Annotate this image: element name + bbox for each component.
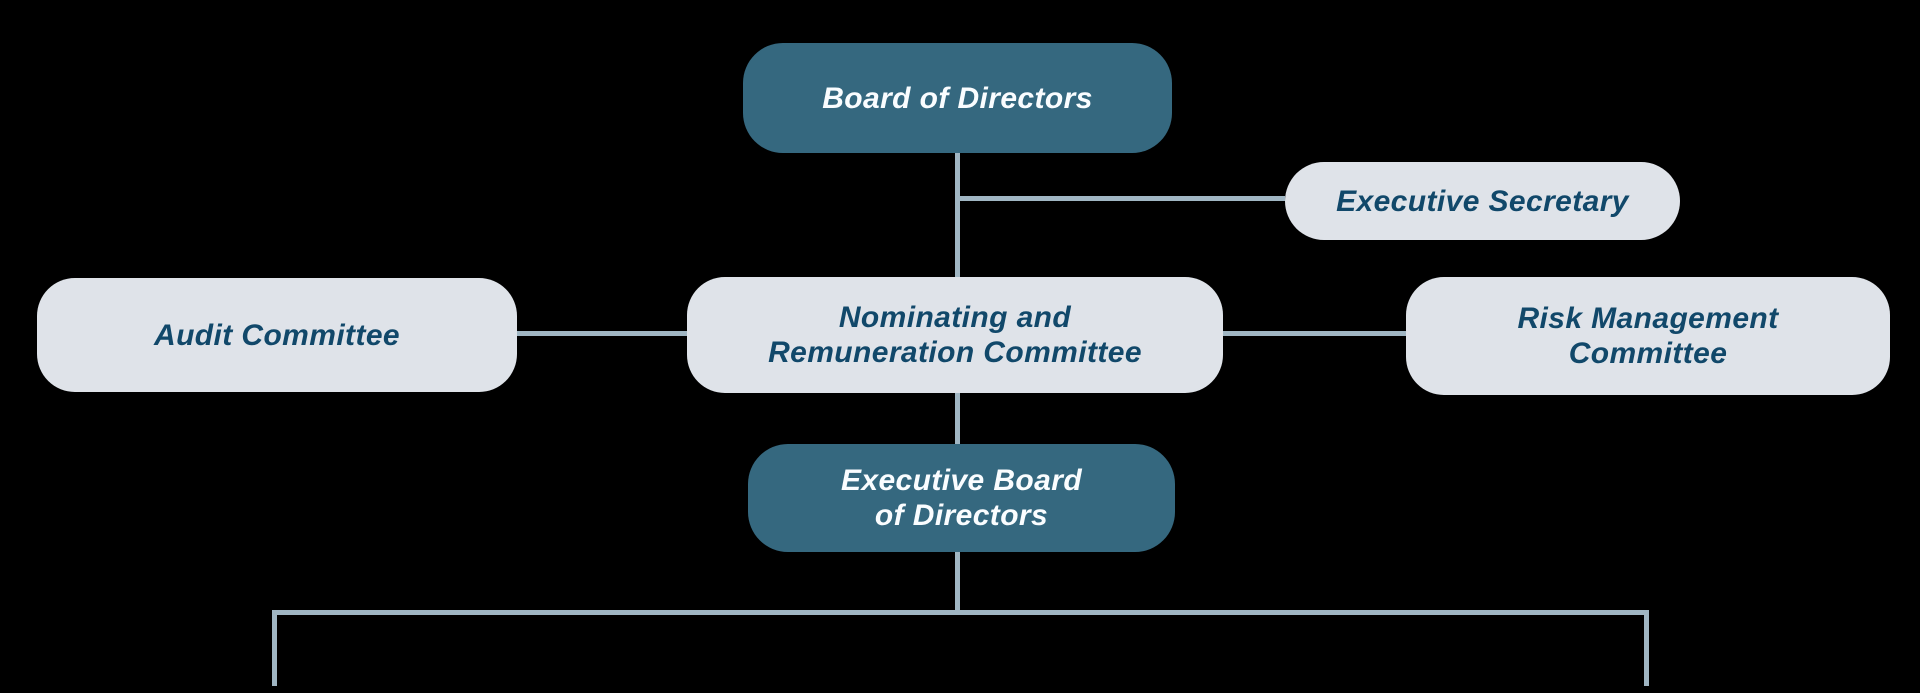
connector-bottom-bus	[272, 610, 1649, 615]
connector-executive-board-to-bus	[955, 552, 960, 612]
node-risk-management-committee-label-line1: Risk Management	[1517, 302, 1779, 335]
node-executive-secretary: Executive Secretary	[1285, 162, 1680, 240]
node-board-of-directors: Board of Directors	[743, 43, 1172, 153]
node-audit-committee: Audit Committee	[37, 278, 517, 392]
node-board-of-directors-label: Board of Directors	[822, 81, 1093, 115]
connector-nominating-to-executive-board	[955, 393, 960, 444]
node-executive-board-of-directors-label-line2: of Directors	[874, 499, 1049, 532]
connector-audit-to-nominating	[517, 331, 687, 336]
node-risk-management-committee: Risk Management Committee	[1406, 277, 1890, 395]
node-nominating-remuneration-committee: Nominating and Remuneration Committee	[687, 277, 1223, 393]
node-audit-committee-label: Audit Committee	[154, 318, 400, 352]
node-nominating-remuneration-committee-label-line2: Remuneration Committee	[768, 336, 1142, 369]
node-executive-board-of-directors-label-line1: Executive Board	[840, 464, 1083, 497]
node-nominating-remuneration-committee-label-line1: Nominating and	[838, 301, 1072, 334]
node-executive-secretary-label: Executive Secretary	[1336, 184, 1629, 218]
connector-bus-drop-right	[1644, 610, 1649, 686]
connector-board-to-executive-secretary	[955, 196, 1285, 201]
node-executive-board-of-directors: Executive Board of Directors	[748, 444, 1175, 552]
connector-bus-drop-left	[272, 610, 277, 686]
node-risk-management-committee-label-line2: Committee	[1568, 337, 1728, 370]
connector-board-to-nominating	[955, 153, 960, 277]
connector-nominating-to-risk	[1223, 331, 1406, 336]
